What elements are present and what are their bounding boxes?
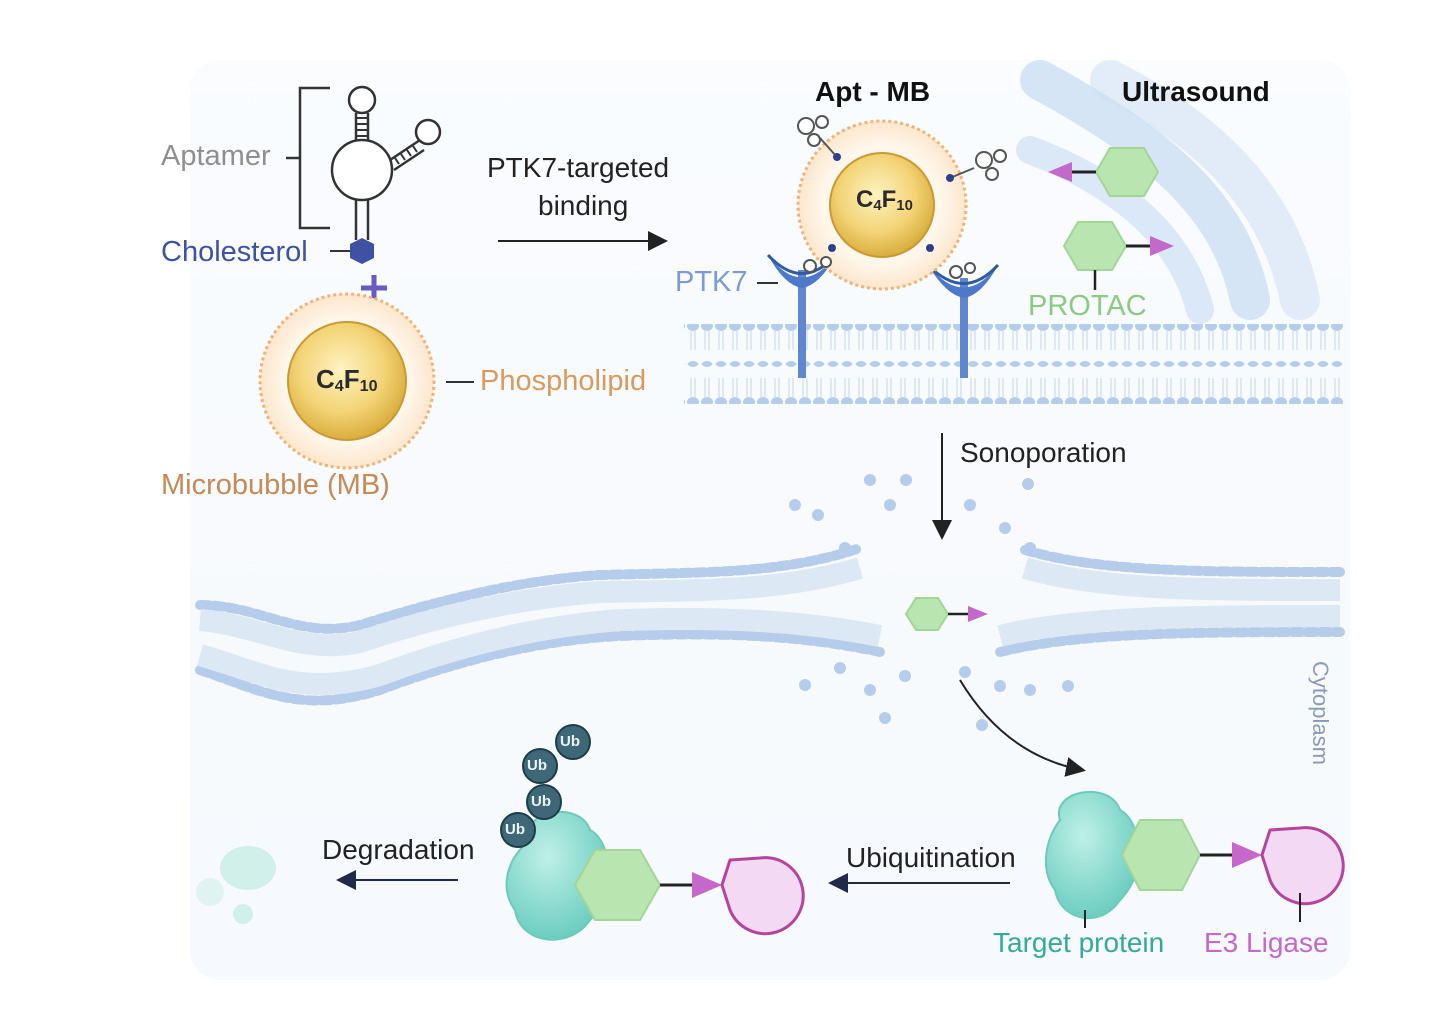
apt-mb-label: Apt - MB — [815, 76, 931, 107]
microbubble-label: Microbubble (MB) — [161, 469, 390, 501]
ub-label-3: Ub — [531, 793, 551, 810]
ub-label-2: Ub — [527, 757, 547, 774]
bound-aptamers — [797, 115, 1007, 279]
degradation-label: Degradation — [322, 834, 475, 865]
protac-bottom — [1062, 221, 1174, 290]
protac-entering — [904, 597, 988, 631]
ub-label-4: Ub — [505, 821, 525, 838]
lower-membrane — [195, 543, 1345, 706]
microbubble-left — [258, 292, 436, 470]
background-panel — [190, 60, 1350, 980]
ub-chain — [500, 724, 591, 848]
curved-arrow — [959, 679, 1086, 777]
binding-label-line2: binding — [538, 190, 629, 221]
aptamer-label: Aptamer — [161, 140, 271, 172]
e3-ligase-label: E3 Ligase — [1204, 927, 1329, 958]
degraded-fragments — [196, 846, 276, 924]
aptamer-stem-rungs — [356, 117, 418, 165]
apt-mb-bubble — [796, 119, 968, 291]
cholesterol-hexagon-icon — [350, 238, 374, 264]
phospholipid-label: Phospholipid — [480, 365, 647, 397]
binding-label-line1: PTK7-targeted — [487, 152, 670, 183]
ptk7-receptor-right — [926, 263, 1000, 378]
ub-label-1: Ub — [560, 733, 580, 750]
ubiquitination-label: Ubiquitination — [846, 842, 1016, 873]
cytoplasm-label: Cytoplasm — [1307, 661, 1333, 765]
scattered-lipids — [789, 474, 1074, 731]
ternary-complex-left — [505, 810, 805, 941]
upper-membrane — [684, 324, 1344, 404]
ultrasound-waves — [1016, 60, 1320, 324]
cholesterol-label: Cholesterol — [161, 236, 308, 268]
plus-icon — [361, 275, 387, 301]
sonoporation-label: Sonoporation — [960, 437, 1127, 468]
ultrasound-label: Ultrasound — [1122, 76, 1270, 107]
target-protein-label: Target protein — [993, 927, 1165, 958]
ptk7-label: PTK7 — [675, 266, 748, 298]
protac-top — [1048, 147, 1160, 197]
aptamer-structure — [286, 85, 442, 240]
c4f10-label-apt-mb: C4F10 — [856, 186, 913, 214]
ternary-complex-right — [1044, 790, 1345, 928]
c4f10-label-left: C4F10 — [316, 364, 378, 396]
protac-label: PROTAC — [1028, 290, 1147, 322]
